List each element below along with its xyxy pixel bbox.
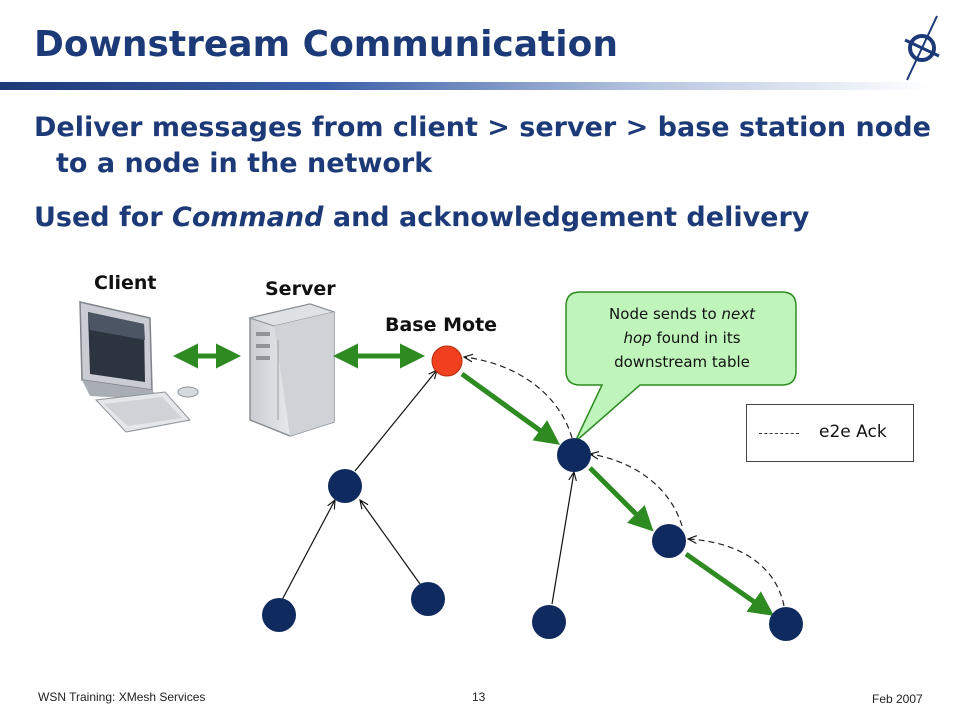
mesh-node	[411, 582, 445, 616]
callout-line-2: found in its	[651, 329, 741, 347]
bullet-2-italic: Command	[172, 202, 324, 233]
mesh-node	[328, 469, 362, 503]
footer-page-number: 13	[472, 690, 486, 704]
legend-label: e2e Ack	[819, 422, 887, 442]
compass-logo-icon	[904, 15, 940, 81]
e2e-ack-arc	[590, 454, 683, 527]
tree-edge	[551, 472, 574, 605]
mesh-node	[769, 607, 803, 641]
title-underline	[0, 82, 930, 90]
mesh-node	[532, 605, 566, 639]
base-mote-node	[431, 345, 463, 377]
downstream-hop	[684, 551, 775, 616]
downstream-hop	[460, 371, 561, 445]
footer-date: Feb 2007	[872, 692, 923, 706]
bullet-command-ack: Used for Command and acknowledgement del…	[34, 200, 809, 236]
bullet-1-line-2: to a node in the network	[56, 148, 433, 179]
e2e-ack-arc	[688, 539, 785, 607]
callout-line-3: downstream table	[614, 353, 750, 371]
legend-box: e2e Ack	[746, 404, 914, 462]
tree-edge	[354, 370, 437, 472]
bullet-deliver-messages: Deliver messages from client > server > …	[34, 110, 934, 182]
legend-dashed-line	[759, 433, 799, 434]
slide-title: Downstream Communication	[34, 24, 618, 65]
footer-course: WSN Training: XMesh Services	[38, 690, 206, 704]
bullet-2-before: Used for	[34, 202, 173, 233]
base-mote-label: Base Mote	[385, 314, 498, 336]
tree-edge	[360, 500, 421, 585]
mesh-node	[652, 524, 686, 558]
downstream-hop	[588, 466, 654, 532]
bullet-1-line-1: Deliver messages from client > server > …	[34, 112, 931, 143]
callout-bubble	[565, 291, 797, 443]
tree-edge	[281, 500, 335, 601]
client-computer-icon	[79, 301, 199, 433]
server-tower-icon	[248, 303, 336, 437]
callout-text: Node sends to next hop found in its down…	[572, 302, 792, 374]
mesh-node	[262, 598, 296, 632]
server-label: Server	[265, 278, 336, 300]
callout-line-2-italic: hop	[623, 329, 652, 347]
client-label: Client	[94, 272, 157, 294]
callout-line-1-italic: next	[721, 305, 755, 323]
callout-line-1: Node sends to	[609, 305, 722, 323]
mesh-node	[557, 438, 591, 472]
bullet-2-after: and acknowledgement delivery	[323, 202, 810, 233]
e2e-ack-arc	[464, 357, 573, 439]
